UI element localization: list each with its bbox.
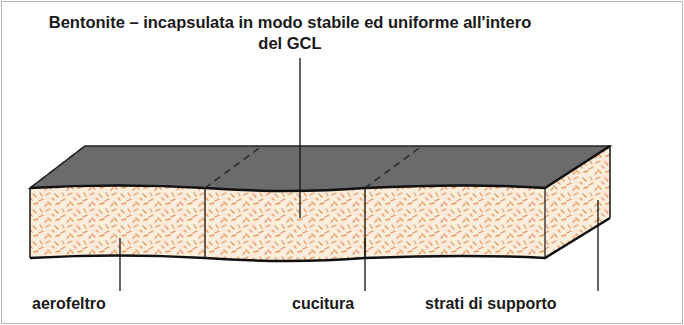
stitch-line [204, 188, 205, 258]
dashed-stitch [365, 146, 422, 188]
dashed-stitch [205, 146, 262, 188]
needle-punched-core [30, 186, 545, 262]
leader-line [299, 58, 300, 218]
lower-support-layer [30, 218, 610, 261]
side-face [545, 146, 610, 258]
leader-line [119, 238, 120, 291]
leader-line [364, 238, 365, 291]
heading-callout: Bentonite – incapsulata in modo stabile … [45, 12, 535, 55]
back-right-edge [609, 146, 611, 218]
part-label: aerofeltro [32, 294, 106, 314]
upper-support-layer [30, 146, 610, 191]
part-label: strati di supporto [425, 294, 557, 314]
dashed-stitch [30, 146, 85, 188]
top-face [30, 146, 610, 191]
left-edge [29, 188, 31, 258]
leader-line [597, 200, 598, 291]
part-label: cucitura [292, 294, 354, 314]
front-right-edge [544, 188, 545, 258]
